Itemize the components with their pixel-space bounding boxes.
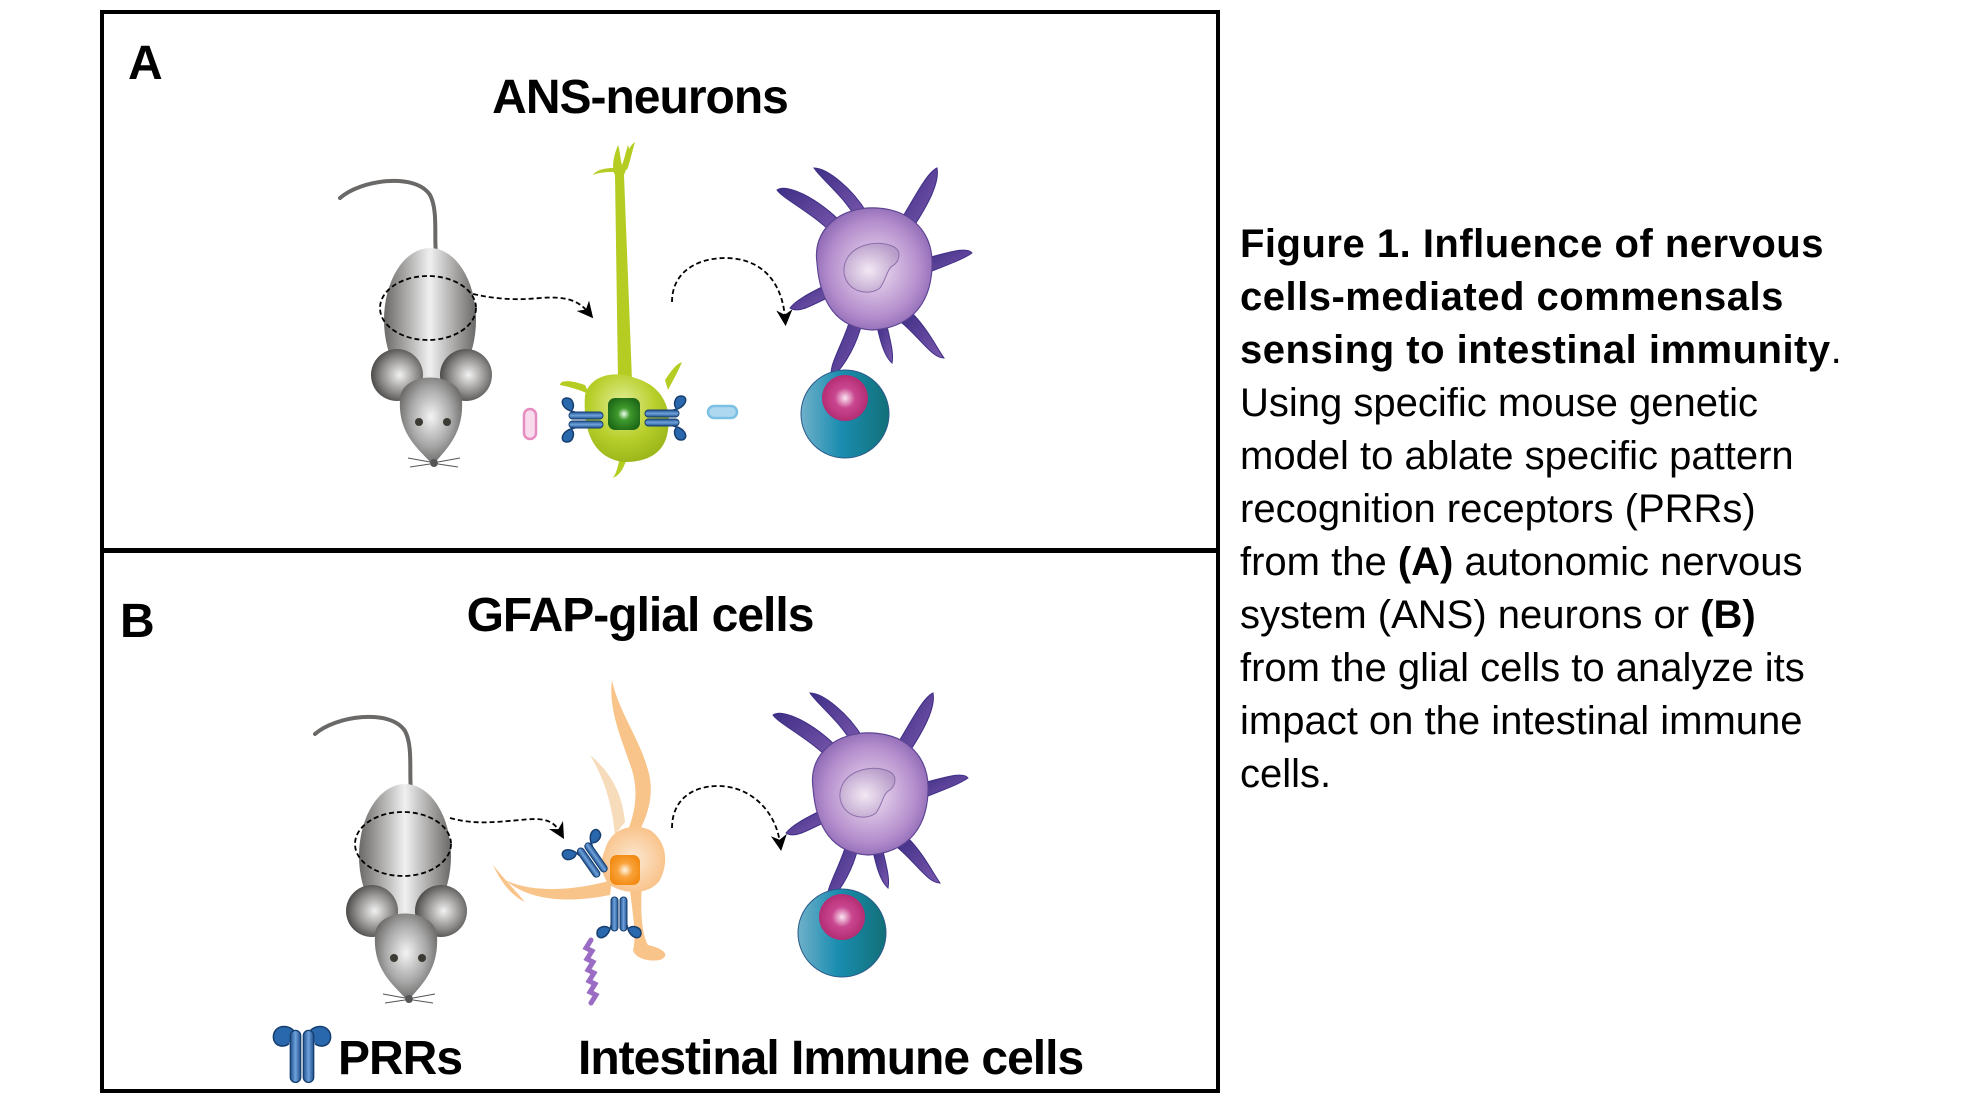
arrow-mouse-to-glia bbox=[449, 817, 565, 840]
legend-prrs-label: PRRs bbox=[338, 1032, 463, 1085]
legend-immune-cells-label: Intestinal Immune cells bbox=[578, 1032, 1084, 1085]
panel-b-letter: B bbox=[120, 595, 155, 648]
caption-title-period: . bbox=[1830, 328, 1842, 372]
bacterium-pink-icon bbox=[522, 407, 538, 441]
panel-a-title: ANS-neurons bbox=[492, 71, 789, 124]
caption-body-line: impact on the intestinal immune bbox=[1240, 699, 1803, 743]
caption-body-line: from the glial cells to analyze its bbox=[1240, 646, 1805, 690]
caption-title-line: sensing to intestinal immunity bbox=[1240, 328, 1831, 372]
caption-text: from the bbox=[1240, 540, 1398, 584]
caption-body-line: model to ablate specific pattern bbox=[1240, 434, 1794, 478]
caption-body-line: recognition receptors (PRRs) bbox=[1240, 487, 1756, 531]
panel-a-artwork bbox=[338, 142, 973, 478]
caption-panel-ref-a: (A) bbox=[1397, 540, 1454, 584]
arrow-neuron-to-immune bbox=[671, 257, 793, 327]
caption-title-line: cells-mediated commensals bbox=[1240, 275, 1784, 319]
figure-caption: Figure 1. Influence of nervous cells-med… bbox=[1240, 218, 1980, 801]
panel-b-artwork bbox=[313, 680, 969, 1006]
neuron-icon bbox=[560, 142, 682, 478]
caption-body-line: Using specific mouse genetic bbox=[1240, 381, 1759, 425]
caption-body-line: system (ANS) neurons or (B) bbox=[1240, 589, 1980, 642]
caption-text: system (ANS) neurons or bbox=[1240, 593, 1701, 637]
bacterium-blue-icon bbox=[706, 404, 739, 420]
caption-body-line: from the (A) autonomic nervous bbox=[1240, 536, 1980, 589]
panel-b-title: GFAP-glial cells bbox=[466, 589, 815, 642]
panel-a-letter: A bbox=[128, 37, 163, 90]
arrow-glia-to-immune bbox=[671, 785, 787, 852]
caption-text: autonomic nervous bbox=[1453, 540, 1803, 584]
caption-panel-ref-b: (B) bbox=[1700, 593, 1756, 637]
legend-prr-receptor-icon bbox=[272, 1025, 332, 1084]
mouse-icon-b bbox=[313, 714, 469, 1005]
lymphocyte-icon bbox=[800, 369, 890, 459]
arrow-mouse-to-neuron bbox=[472, 293, 594, 319]
dendritic-cell-icon bbox=[772, 692, 969, 904]
lymphocyte-icon bbox=[797, 888, 887, 978]
caption-title-line: Figure 1. Influence of nervous bbox=[1240, 222, 1824, 266]
bacterium-spiral-icon bbox=[582, 937, 600, 1006]
caption-body-line: cells. bbox=[1240, 752, 1332, 796]
glial-cell-icon bbox=[492, 680, 666, 961]
mouse-icon-a bbox=[338, 178, 494, 469]
panel-divider bbox=[100, 548, 1220, 553]
dendritic-cell-icon bbox=[776, 167, 973, 379]
